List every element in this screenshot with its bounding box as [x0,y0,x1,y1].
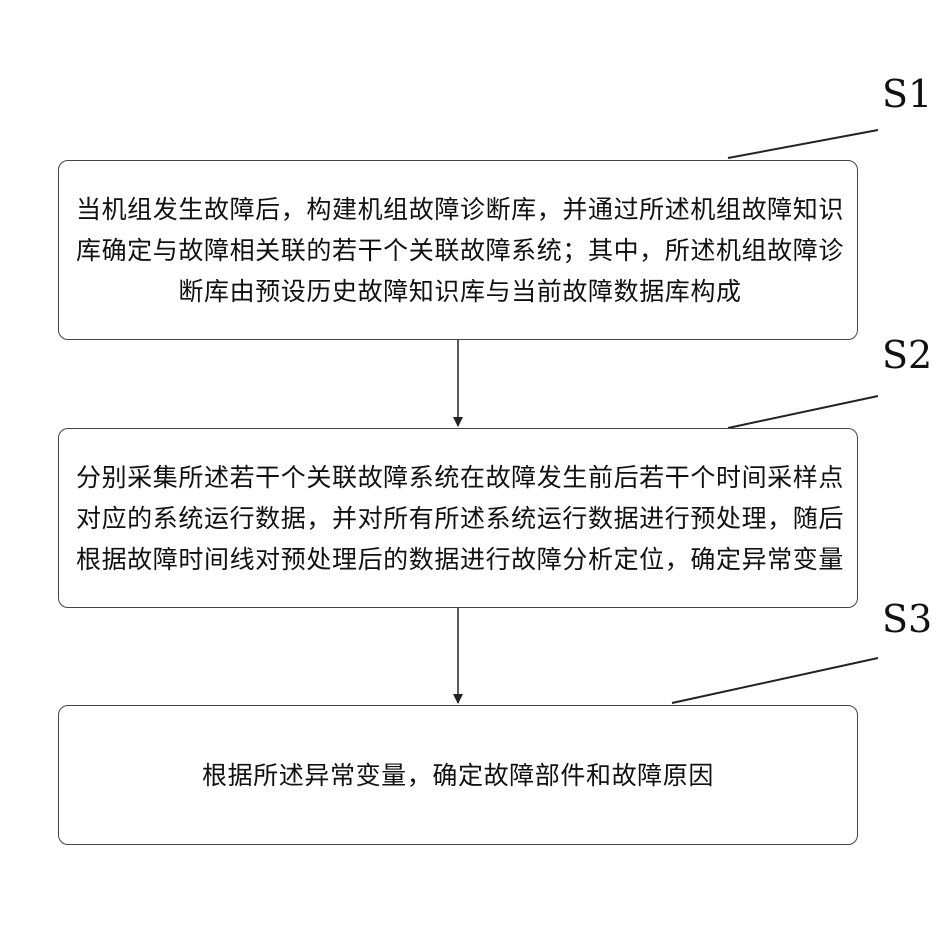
step-label-s2: S2 [882,333,932,377]
step-label-s1: S1 [882,72,932,116]
step-box-s2: 分别采集所述若干个关联故障系统在故障发生前后若干个时间采样点对应的系统运行数据，… [58,428,858,608]
leader-line-s2 [728,396,878,428]
step-label-s3: S3 [882,597,932,641]
step-text-s1: 当机组发生故障后，构建机组故障诊断库，并通过所述机组故障知识库确定与故障相关联的… [73,189,847,312]
leader-line-s1 [728,130,878,158]
step-box-s3: 根据所述异常变量，确定故障部件和故障原因 [58,705,858,845]
step-box-s1: 当机组发生故障后，构建机组故障诊断库，并通过所述机组故障知识库确定与故障相关联的… [58,160,858,340]
leader-line-s3 [672,658,878,703]
step-text-s3: 根据所述异常变量，确定故障部件和故障原因 [73,755,843,796]
step-text-s2: 分别采集所述若干个关联故障系统在故障发生前后若干个时间采样点对应的系统运行数据，… [73,457,847,580]
